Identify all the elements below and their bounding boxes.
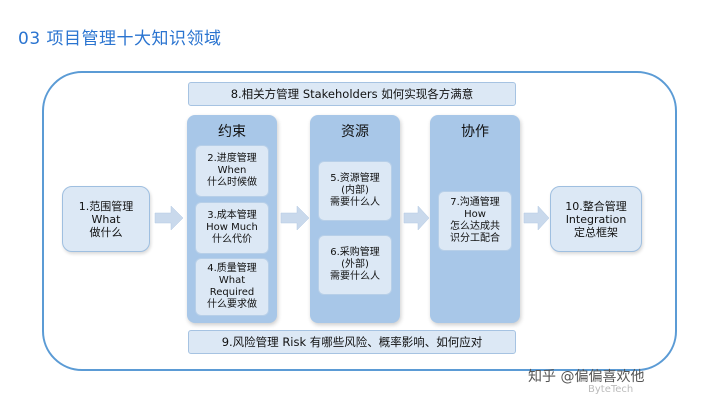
cost-line-3: 什么代价: [211, 234, 252, 245]
communication-line-1: 7.沟通管理: [450, 197, 500, 208]
procurement-card: 6.采购管理 (外部) 需要什么人: [318, 235, 392, 295]
communication-line-3: 怎么达成共: [450, 221, 500, 232]
cost-line-1: 3.成本管理: [207, 210, 257, 221]
procurement-line-3: 需要什么人: [330, 271, 380, 282]
communication-line-4: 识分工配合: [450, 233, 500, 244]
schedule-line-1: 2.进度管理: [207, 153, 257, 164]
schedule-line-2: When: [217, 165, 247, 176]
arrow-right-icon: [523, 205, 550, 231]
arrow-right-icon: [154, 205, 184, 231]
cost-line-2: How Much: [206, 222, 258, 233]
resource-line-1: 5.资源管理: [330, 173, 380, 184]
integration-line-2: Integration: [565, 212, 627, 226]
watermark: 知乎 @偏偏喜欢他: [528, 369, 645, 385]
stakeholder-band: 8.相关方管理 Stakeholders 如何实现各方满意: [188, 82, 516, 106]
scope-box: 1.范围管理 What 做什么: [62, 186, 150, 252]
integration-box: 10.整合管理 Integration 定总框架: [550, 186, 642, 252]
quality-line-2: What: [218, 275, 246, 286]
schedule-card: 2.进度管理 When 什么时候做: [195, 145, 269, 197]
integration-line-3: 定总框架: [574, 225, 618, 239]
page-title: 03 项目管理十大知识领域: [18, 29, 222, 49]
watermark-sub: ByteTech: [588, 384, 634, 395]
arrow-right-icon: [280, 205, 310, 231]
resource-line-3: 需要什么人: [330, 197, 380, 208]
collaboration-column: 协作 7.沟通管理 How 怎么达成共 识分工配合: [430, 115, 520, 323]
schedule-line-3: 什么时候做: [207, 177, 257, 188]
resource-column-title: 资源: [341, 124, 369, 140]
scope-line-3: 做什么: [89, 225, 123, 239]
resource-column: 资源 5.资源管理 (内部) 需要什么人 6.采购管理 (外部) 需要什么人: [310, 115, 400, 323]
quality-line-3: Required: [209, 287, 255, 298]
constraint-column-title: 约束: [218, 124, 246, 140]
collaboration-column-title: 协作: [461, 124, 489, 140]
resource-line-2: (内部): [341, 185, 369, 196]
communication-line-2: How: [464, 209, 486, 220]
scope-line-1: 1.范围管理: [78, 199, 134, 213]
scope-line-2: What: [91, 212, 121, 226]
communication-card: 7.沟通管理 How 怎么达成共 识分工配合: [438, 191, 512, 251]
cost-card: 3.成本管理 How Much 什么代价: [195, 202, 269, 254]
procurement-line-1: 6.采购管理: [330, 247, 380, 258]
procurement-line-2: (外部): [341, 259, 369, 270]
quality-line-1: 4.质量管理: [207, 263, 257, 274]
risk-band: 9.风险管理 Risk 有哪些风险、概率影响、如何应对: [188, 330, 516, 354]
integration-line-1: 10.整合管理: [565, 199, 627, 213]
arrow-right-icon: [403, 205, 430, 231]
constraint-column: 约束 2.进度管理 When 什么时候做 3.成本管理 How Much 什么代…: [187, 115, 277, 323]
resource-card: 5.资源管理 (内部) 需要什么人: [318, 161, 392, 221]
quality-line-4: 什么要求做: [207, 299, 257, 310]
quality-card: 4.质量管理 What Required 什么要求做: [195, 258, 269, 316]
